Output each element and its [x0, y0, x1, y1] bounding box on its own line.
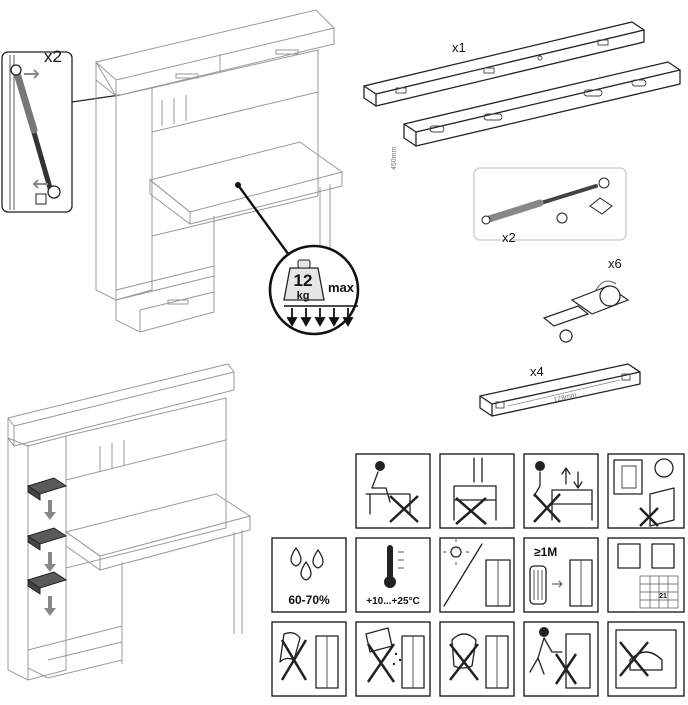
- rails-qty: x1: [452, 40, 466, 55]
- temperature-range: +10...+25°C: [366, 596, 419, 607]
- drawer-rails-part: x1 450mm: [363, 21, 681, 170]
- heater-distance: ≥1M: [534, 545, 557, 559]
- gas-lift-qty: x2: [502, 230, 516, 245]
- humidity-icon: 60-70%: [271, 537, 347, 613]
- seasonal-check-icon: 21: [607, 537, 685, 613]
- no-microwave-icon: [607, 621, 685, 697]
- no-wet-cloth-icon: [271, 621, 347, 697]
- gas-lift-callout: x2: [1, 47, 121, 213]
- hinges-part: x6: [542, 256, 630, 343]
- hutch-shelf-install: [7, 363, 252, 681]
- gas-lift-callout-qty: x2: [44, 47, 62, 66]
- handles-part: x4 128mm: [479, 363, 641, 417]
- desk-hutch-isometric: [95, 9, 344, 333]
- weight-value: 12: [294, 271, 313, 290]
- handles-qty: x4: [530, 364, 544, 379]
- no-solvent-icon: [439, 621, 515, 697]
- heater-distance-icon: ≥1M: [523, 537, 599, 613]
- handles-length: 128mm: [553, 392, 577, 404]
- weight-unit: kg: [297, 290, 310, 302]
- hinges-qty: x6: [608, 256, 622, 271]
- care-icons-grid: 60-70% +10...+25°C ≥1M: [271, 453, 685, 697]
- no-abrasive-cleaner-icon: [355, 621, 431, 697]
- no-hanging-icon: [439, 453, 515, 529]
- no-pushing-icon: [523, 621, 599, 697]
- no-climbing-icon: [523, 453, 599, 529]
- weight-max-label: max: [328, 280, 355, 295]
- humidity-range: 60-70%: [288, 593, 330, 607]
- no-sitting-icon: [355, 453, 431, 529]
- gas-lift-part: x2: [473, 167, 627, 245]
- calendar-day: 21: [659, 593, 667, 600]
- no-door-overload-icon: [607, 453, 685, 529]
- rails-length: 450mm: [391, 146, 398, 170]
- max-weight-badge: 12 kg max: [268, 244, 360, 336]
- temperature-icon: +10...+25°C: [355, 537, 431, 613]
- no-direct-sun-icon: [439, 537, 515, 613]
